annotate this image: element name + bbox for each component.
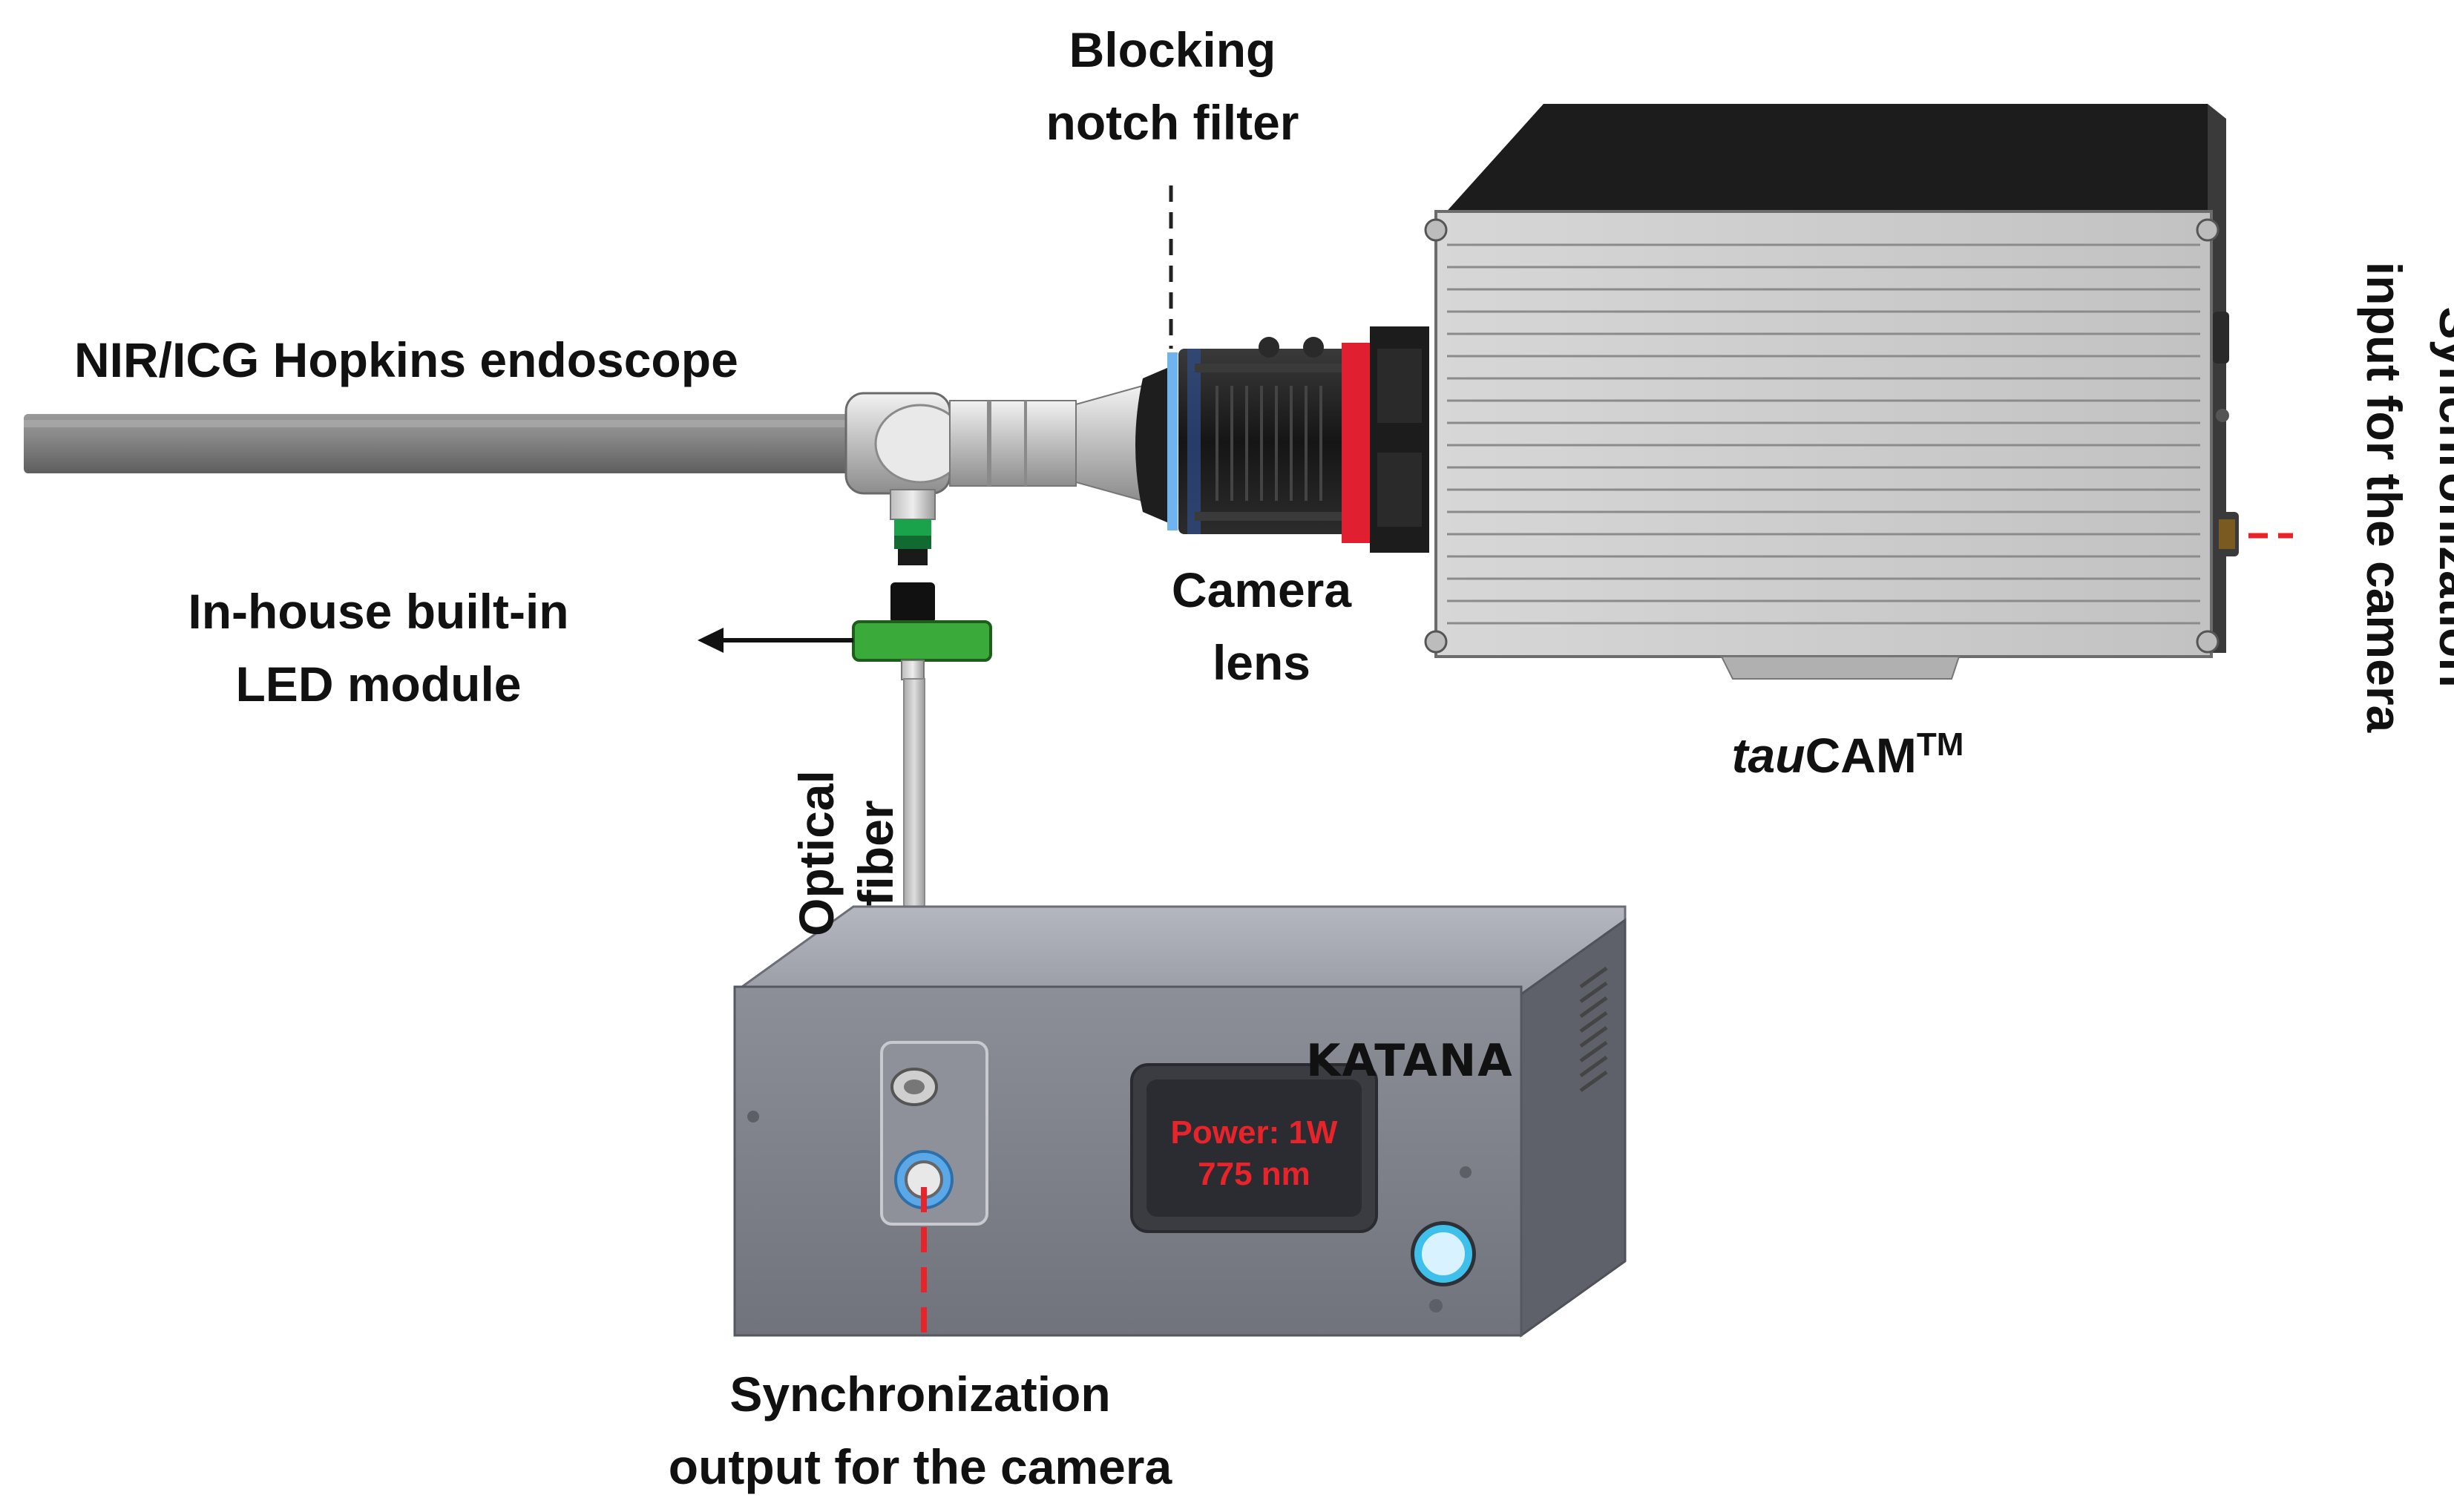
- camera-lens-label: Camera lens: [1171, 562, 1352, 690]
- led-arrow: [698, 628, 853, 653]
- endoscope-label: NIR/ICG Hopkins endoscope: [74, 332, 738, 387]
- endoscope-shaft: [24, 414, 885, 473]
- notch-filter: [1167, 185, 1178, 530]
- taucam-italic-part: tau: [1731, 728, 1805, 783]
- taucam-camera: [1424, 104, 2239, 680]
- sync-input-label: Synchronization input for the camera: [2357, 261, 2454, 733]
- eyepiece-cup: [1135, 367, 1169, 523]
- screen-line-1: Power: 1W: [1170, 1114, 1338, 1151]
- taucam-tm: TM: [1916, 726, 1964, 763]
- led-module-label: In-house built-in LED module: [188, 584, 569, 711]
- katana-device: [733, 905, 1627, 1338]
- led-module: [852, 582, 992, 680]
- screen-line-2: 775 nm: [1198, 1156, 1310, 1192]
- taucam-label: tauCAMTM: [1677, 709, 2018, 792]
- optical-fiber-label: Optical fiber: [789, 770, 903, 936]
- taucam-rest: CAM: [1805, 728, 1917, 783]
- blocking-filter-label: Blocking notch filter: [1046, 22, 1299, 150]
- sync-output-label: Synchronization output for the camera: [668, 1367, 1172, 1494]
- katana-brand: KATANA: [1306, 1035, 1514, 1087]
- endoscope-head: [844, 384, 1144, 565]
- camera-lens-body: [1178, 326, 1429, 553]
